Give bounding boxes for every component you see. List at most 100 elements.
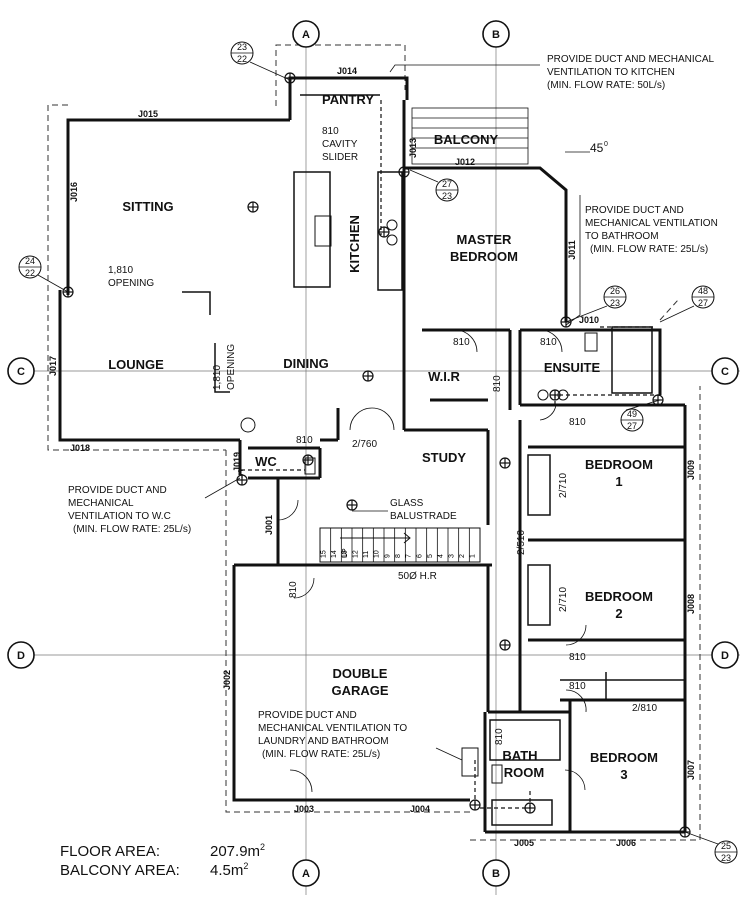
grid-letters: A B A B C D C D bbox=[17, 29, 729, 880]
svg-text:810: 810 bbox=[453, 337, 470, 348]
stair-number: 8 bbox=[395, 554, 402, 558]
svg-text:MECHANICAL: MECHANICAL bbox=[68, 498, 134, 509]
svg-text:J008: J008 bbox=[686, 594, 696, 614]
grid-letter-a-bottom: A bbox=[302, 868, 310, 880]
svg-text:23: 23 bbox=[442, 191, 452, 201]
svg-text:2/760: 2/760 bbox=[352, 439, 377, 450]
floor-area-label: FLOOR AREA: bbox=[60, 843, 161, 860]
grid-letter-d-right: D bbox=[721, 650, 729, 662]
grid-letter-b-bottom: B bbox=[492, 868, 500, 880]
svg-text:2/710: 2/710 bbox=[558, 587, 569, 612]
stair-number: 9 bbox=[384, 554, 391, 558]
fixtures bbox=[240, 215, 598, 784]
svg-text:23: 23 bbox=[610, 298, 620, 308]
grid-letter-c-left: C bbox=[17, 366, 25, 378]
svg-text:MECHANICAL VENTILATION TO: MECHANICAL VENTILATION TO bbox=[258, 723, 407, 734]
svg-text:1,810: 1,810 bbox=[212, 365, 223, 390]
svg-text:J002: J002 bbox=[222, 670, 232, 690]
svg-text:J016: J016 bbox=[69, 182, 79, 202]
svg-text:810: 810 bbox=[569, 681, 586, 692]
svg-text:J019: J019 bbox=[232, 452, 242, 472]
grid-bubble-a-top bbox=[292, 20, 320, 48]
floor-area-row: FLOOR AREA: 207.9m2 bbox=[60, 842, 265, 860]
room-bedroom2-line1: BEDROOM bbox=[585, 589, 653, 604]
room-bedroom3-line2: 3 bbox=[620, 767, 627, 782]
svg-text:(MIN. FLOW RATE: 25L/s): (MIN. FLOW RATE: 25L/s) bbox=[590, 244, 708, 255]
svg-text:810: 810 bbox=[322, 126, 339, 137]
svg-text:BALUSTRADE: BALUSTRADE bbox=[390, 511, 457, 522]
svg-text:J007: J007 bbox=[686, 760, 696, 780]
svg-text:810: 810 bbox=[569, 417, 586, 428]
svg-text:J001: J001 bbox=[264, 515, 274, 535]
svg-text:25: 25 bbox=[721, 841, 731, 851]
floor-area-value: 207.9m bbox=[210, 843, 261, 860]
room-master-line1: MASTER bbox=[457, 232, 513, 247]
balcony-area-unit-sup: 2 bbox=[243, 861, 249, 871]
grid-bubble-d-left bbox=[7, 641, 35, 669]
svg-text:J005: J005 bbox=[514, 838, 534, 848]
room-sitting: SITTING bbox=[122, 199, 173, 214]
svg-text:J012: J012 bbox=[455, 157, 475, 167]
grid-bubble-c-right bbox=[711, 357, 739, 385]
svg-text:TO BATHROOM: TO BATHROOM bbox=[585, 231, 659, 242]
room-wir: W.I.R bbox=[428, 369, 460, 384]
stair-number: 14 bbox=[331, 550, 338, 558]
svg-text:23: 23 bbox=[237, 42, 247, 52]
boundary-dashed-outline bbox=[47, 44, 701, 841]
svg-text:GLASS: GLASS bbox=[390, 498, 424, 509]
svg-text:810: 810 bbox=[492, 375, 503, 392]
grid-letter-d-left: D bbox=[17, 650, 25, 662]
svg-text:LAUNDRY AND BATHROOM: LAUNDRY AND BATHROOM bbox=[258, 736, 389, 747]
grid-bubble-d-right bbox=[711, 641, 739, 669]
joinery-tags: J014 J015 J013 J012 J016 J011 J010 J017 … bbox=[48, 66, 696, 848]
room-bath-line1: BATH bbox=[502, 748, 537, 763]
stairs bbox=[319, 527, 481, 563]
dimension-labels: 810 CAVITY SLIDER 1,810 OPENING 1,810 OP… bbox=[108, 126, 657, 745]
svg-text:CAVITY: CAVITY bbox=[322, 139, 358, 150]
svg-text:49: 49 bbox=[627, 409, 637, 419]
svg-text:27: 27 bbox=[627, 421, 637, 431]
svg-text:2/510: 2/510 bbox=[516, 530, 527, 555]
balcony-deck bbox=[411, 107, 529, 165]
room-bedroom2-line2: 2 bbox=[615, 606, 622, 621]
room-bedroom3-line1: BEDROOM bbox=[590, 750, 658, 765]
room-balcony: BALCONY bbox=[434, 132, 499, 147]
room-lounge: LOUNGE bbox=[108, 357, 164, 372]
room-garage-line1: DOUBLE bbox=[333, 666, 388, 681]
svg-text:MECHANICAL VENTILATION: MECHANICAL VENTILATION bbox=[585, 218, 718, 229]
room-master-line2: BEDROOM bbox=[450, 249, 518, 264]
room-garage-line2: GARAGE bbox=[331, 683, 388, 698]
svg-text:810: 810 bbox=[569, 652, 586, 663]
duct-runs bbox=[241, 100, 660, 809]
stair-number: 4 bbox=[438, 554, 445, 558]
svg-text:2/810: 2/810 bbox=[632, 703, 657, 714]
room-bath-line2: ROOM bbox=[504, 765, 544, 780]
svg-text:27: 27 bbox=[698, 298, 708, 308]
svg-text:810: 810 bbox=[540, 337, 557, 348]
svg-text:2/710: 2/710 bbox=[558, 473, 569, 498]
svg-text:OPENING: OPENING bbox=[226, 344, 237, 390]
stair-up-label: UP bbox=[342, 548, 349, 558]
svg-text:22: 22 bbox=[237, 54, 247, 64]
floor-area-unit-sup: 2 bbox=[260, 842, 266, 852]
stair-number: 15 bbox=[320, 550, 327, 558]
svg-text:24: 24 bbox=[25, 256, 35, 266]
svg-text:J018: J018 bbox=[70, 443, 90, 453]
svg-text:22: 22 bbox=[25, 268, 35, 278]
note-leaders bbox=[204, 64, 590, 761]
room-ensuite: ENSUITE bbox=[544, 360, 601, 375]
svg-text:50Ø H.R: 50Ø H.R bbox=[398, 571, 437, 582]
svg-text:VENTILATION TO W.C: VENTILATION TO W.C bbox=[68, 511, 171, 522]
svg-text:26: 26 bbox=[610, 286, 620, 296]
svg-text:J004: J004 bbox=[410, 804, 430, 814]
light-symbols bbox=[62, 72, 691, 838]
svg-text:810: 810 bbox=[288, 581, 299, 598]
svg-text:VENTILATION TO KITCHEN: VENTILATION TO KITCHEN bbox=[547, 67, 675, 78]
stair-number: 1 bbox=[470, 554, 477, 558]
svg-text:810: 810 bbox=[494, 728, 505, 745]
svg-text:J003: J003 bbox=[294, 804, 314, 814]
svg-text:J015: J015 bbox=[138, 109, 158, 119]
stair-treads bbox=[330, 528, 470, 562]
stair-number: 2 bbox=[459, 554, 466, 558]
